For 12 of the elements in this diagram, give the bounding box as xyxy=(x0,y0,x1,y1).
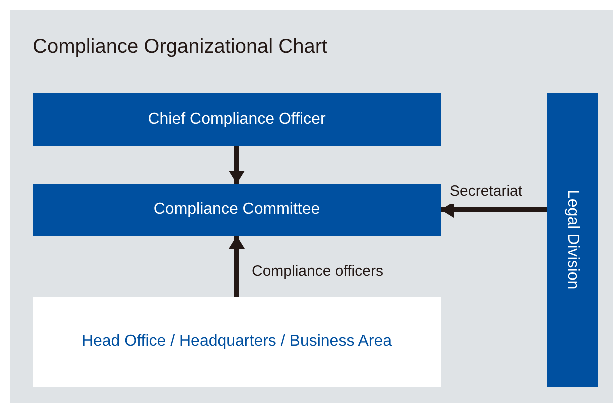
unit-box xyxy=(33,297,441,387)
org-box xyxy=(33,93,441,146)
box-label: Chief Compliance Officer xyxy=(148,110,326,130)
arrow xyxy=(441,202,547,218)
org-box xyxy=(547,93,598,387)
box-label: Legal Division xyxy=(564,190,582,290)
arrow xyxy=(229,236,245,297)
chart-title: Compliance Organizational Chart xyxy=(33,35,328,60)
box-label: Compliance Committee xyxy=(154,200,320,220)
box-label: Head Office / Headquarters / Business Area xyxy=(82,332,392,352)
org-box xyxy=(33,184,441,236)
arrow xyxy=(229,146,245,184)
